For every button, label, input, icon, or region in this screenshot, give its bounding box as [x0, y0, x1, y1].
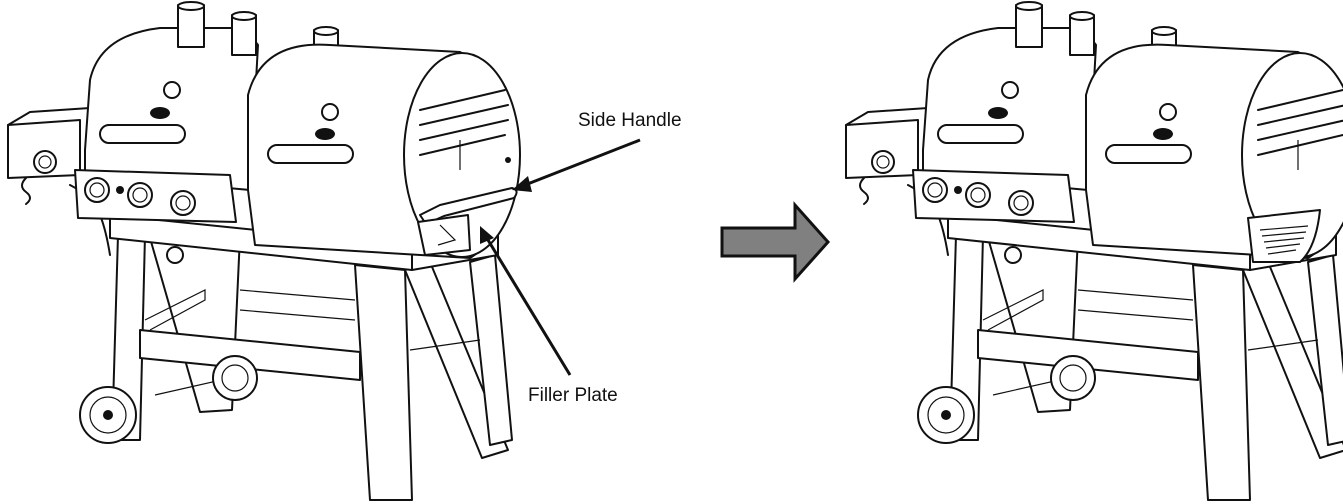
- side-handle-illustration: [419, 187, 518, 225]
- transition-arrow-icon: [720, 201, 831, 283]
- filler-plate-label: Filler Plate: [528, 385, 618, 406]
- filler-plate-illustration: [417, 214, 471, 256]
- grill-after-illustration: [845, 1, 1343, 501]
- firebox-opening-illustration: [1247, 209, 1321, 263]
- grill-before-illustration: [7, 1, 641, 501]
- side-handle-arrow: [524, 138, 641, 187]
- filler-plate-arrow: [486, 239, 572, 376]
- side-handle-label: Side Handle: [578, 110, 682, 131]
